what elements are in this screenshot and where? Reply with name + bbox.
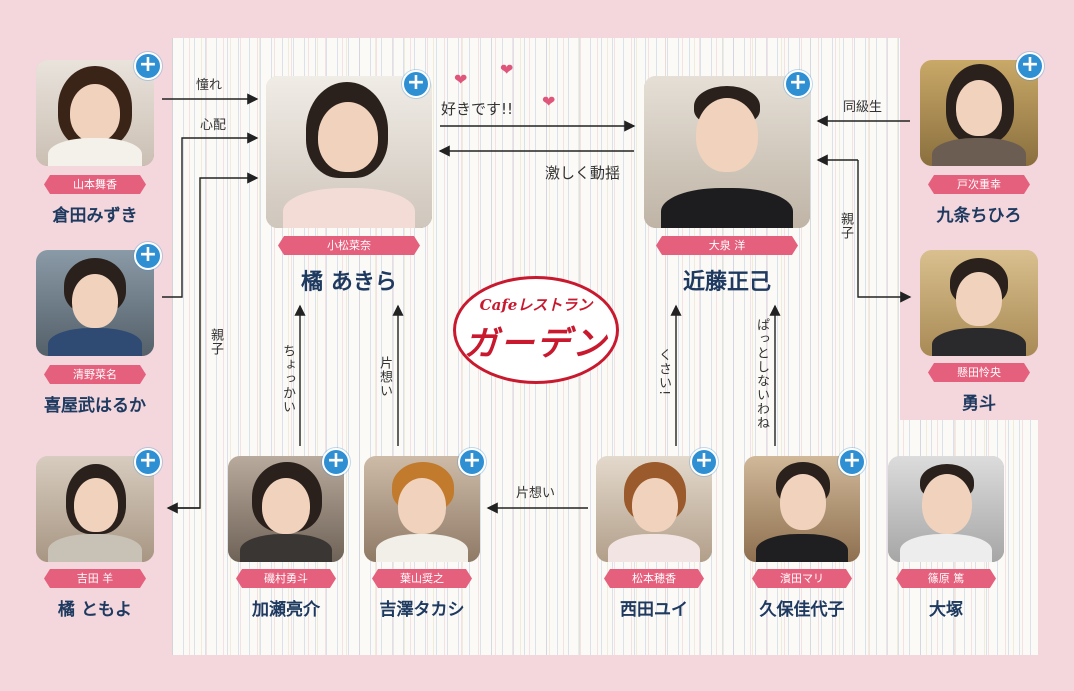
role-name: 吉澤タカシ (379, 600, 465, 620)
role-name: 倉田みずき (52, 206, 138, 226)
plus-icon[interactable]: + (690, 448, 718, 476)
character-chihiro[interactable]: + 戸次重幸 九条ちひろ (920, 52, 1044, 270)
character-photo (920, 60, 1038, 166)
character-kase[interactable]: + 磯村勇斗 加瀬亮介 (228, 448, 350, 656)
character-tomoyo[interactable]: + 吉田 羊 橘 ともよ (36, 448, 162, 666)
heart-icon: ❤ (500, 60, 514, 79)
role-name: 大塚 (929, 600, 963, 620)
plus-icon[interactable]: + (838, 448, 866, 476)
label-suki: 好きです!! (441, 100, 514, 118)
plus-icon[interactable]: + (134, 52, 162, 80)
character-photo (36, 250, 154, 356)
plus-icon[interactable]: + (134, 242, 162, 270)
role-name: 近藤正己 (682, 270, 771, 295)
character-photo (596, 456, 712, 562)
plus-icon[interactable]: + (1016, 52, 1044, 80)
character-akira[interactable]: + 小松菜奈 橘 あきら (266, 70, 432, 296)
actor-badge: 清野菜名 (44, 365, 146, 384)
actor-badge: 篠原 篤 (896, 569, 996, 588)
heart-icon: ❤ (454, 70, 468, 89)
role-name: 久保佳代子 (759, 600, 845, 620)
role-name: 喜屋武はるか (44, 396, 146, 416)
character-photo (744, 456, 860, 562)
character-photo (920, 250, 1038, 356)
plus-icon[interactable]: + (458, 448, 486, 476)
plus-icon[interactable]: + (784, 70, 812, 98)
role-name: 九条ちひろ (936, 206, 1022, 226)
label-kusai: くさい! (656, 348, 671, 397)
role-name: 西田ユイ (620, 600, 688, 620)
character-otsuka[interactable]: 篠原 篤 大塚 (888, 456, 1004, 656)
logo-cafe-text: Cafeレストラン (479, 296, 593, 314)
character-photo (266, 76, 432, 228)
label-oyako-right: 親子 (838, 212, 853, 240)
line-oyako-right (857, 160, 912, 303)
actor-badge: 濱田マリ (752, 569, 852, 588)
logo-name-text: ガーデン (464, 324, 608, 364)
character-yuto[interactable]: 懸田怜央 勇斗 (920, 250, 1038, 450)
label-shinpai: 心配 (200, 118, 227, 133)
actor-badge: 葉山奨之 (372, 569, 472, 588)
actor-badge: 松本穂香 (604, 569, 704, 588)
actor-badge: 小松菜奈 (278, 236, 420, 255)
label-choukkai: ちょっかい (280, 344, 295, 414)
actor-badge: 吉田 羊 (44, 569, 146, 588)
plus-icon[interactable]: + (322, 448, 350, 476)
label-oyako-left: 親子 (208, 328, 223, 356)
role-name: 橘 ともよ (58, 600, 132, 620)
label-doyo: 激しく動揺 (545, 164, 621, 182)
character-photo (228, 456, 344, 562)
character-photo (364, 456, 480, 562)
label-kataomoi-akira: 片想い (377, 356, 392, 398)
plus-icon[interactable]: + (134, 448, 162, 476)
actor-badge: 大泉 洋 (656, 236, 798, 255)
cafe-garden-logo: Cafeレストラン ガーデン (453, 276, 619, 384)
character-photo (888, 456, 1004, 562)
character-photo (644, 76, 810, 228)
character-mizuki[interactable]: + 山本舞香 倉田みずき (36, 52, 162, 270)
actor-badge: 戸次重幸 (928, 175, 1030, 194)
role-name: 橘 あきら (301, 270, 397, 295)
character-photo (36, 60, 154, 166)
character-kondo[interactable]: + 大泉 洋 近藤正己 (644, 70, 812, 296)
character-nishida[interactable]: + 松本穂香 西田ユイ (596, 448, 718, 656)
actor-badge: 山本舞香 (44, 175, 146, 194)
actor-badge: 懸田怜央 (928, 363, 1030, 382)
heart-icon: ❤ (542, 92, 556, 111)
line-shinpai (162, 132, 259, 298)
plus-icon[interactable]: + (402, 70, 430, 98)
character-photo (36, 456, 154, 562)
actor-badge: 磯村勇斗 (236, 569, 336, 588)
role-name: 加瀬亮介 (252, 600, 320, 620)
label-dokyusei: 同級生 (843, 100, 883, 115)
character-kubo[interactable]: + 濱田マリ 久保佳代子 (744, 448, 866, 656)
label-pattoshinai: ぱっとしないわね (754, 318, 769, 430)
label-akogare: 憧れ (196, 78, 223, 93)
character-haruka[interactable]: + 清野菜名 喜屋武はるか (36, 242, 162, 460)
character-yoshizawa[interactable]: + 葉山奨之 吉澤タカシ (364, 448, 486, 656)
role-name: 勇斗 (962, 394, 996, 414)
label-kataomoi-yoshizawa: 片想い (516, 486, 556, 501)
